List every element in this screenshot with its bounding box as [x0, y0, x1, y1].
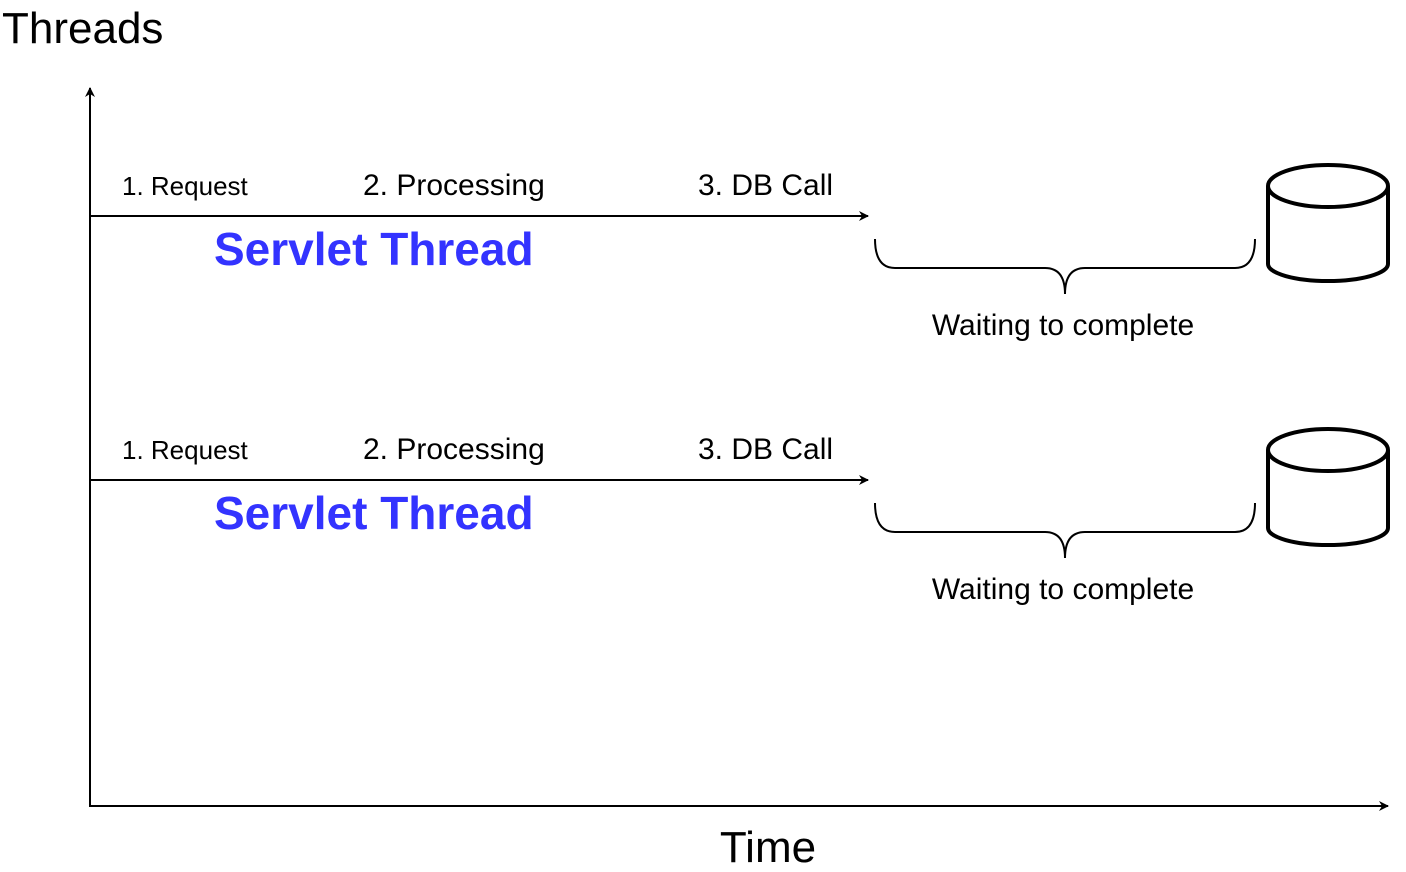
y-axis-label: Threads: [2, 4, 163, 53]
database-cylinder-icon: [1266, 427, 1390, 547]
thread-row: 1. Request 2. Processing 3. DB Call Serv…: [90, 427, 1390, 606]
step-processing-label: 2. Processing: [363, 433, 545, 466]
thread-row: 1. Request 2. Processing 3. DB Call Serv…: [90, 163, 1390, 342]
step-processing-label: 2. Processing: [363, 169, 545, 202]
step-request-label: 1. Request: [122, 435, 249, 465]
database-cylinder-icon: [1266, 163, 1390, 283]
servlet-thread-label: Servlet Thread: [214, 223, 534, 275]
x-axis-label: Time: [720, 823, 816, 872]
waiting-curly-brace: [874, 502, 1256, 559]
step-db-call-label: 3. DB Call: [698, 169, 833, 202]
step-request-label: 1. Request: [122, 171, 249, 201]
waiting-curly-brace: [874, 238, 1256, 295]
servlet-thread-label: Servlet Thread: [214, 487, 534, 539]
step-db-call-label: 3. DB Call: [698, 433, 833, 466]
waiting-label: Waiting to complete: [932, 309, 1194, 342]
waiting-label: Waiting to complete: [932, 573, 1194, 606]
